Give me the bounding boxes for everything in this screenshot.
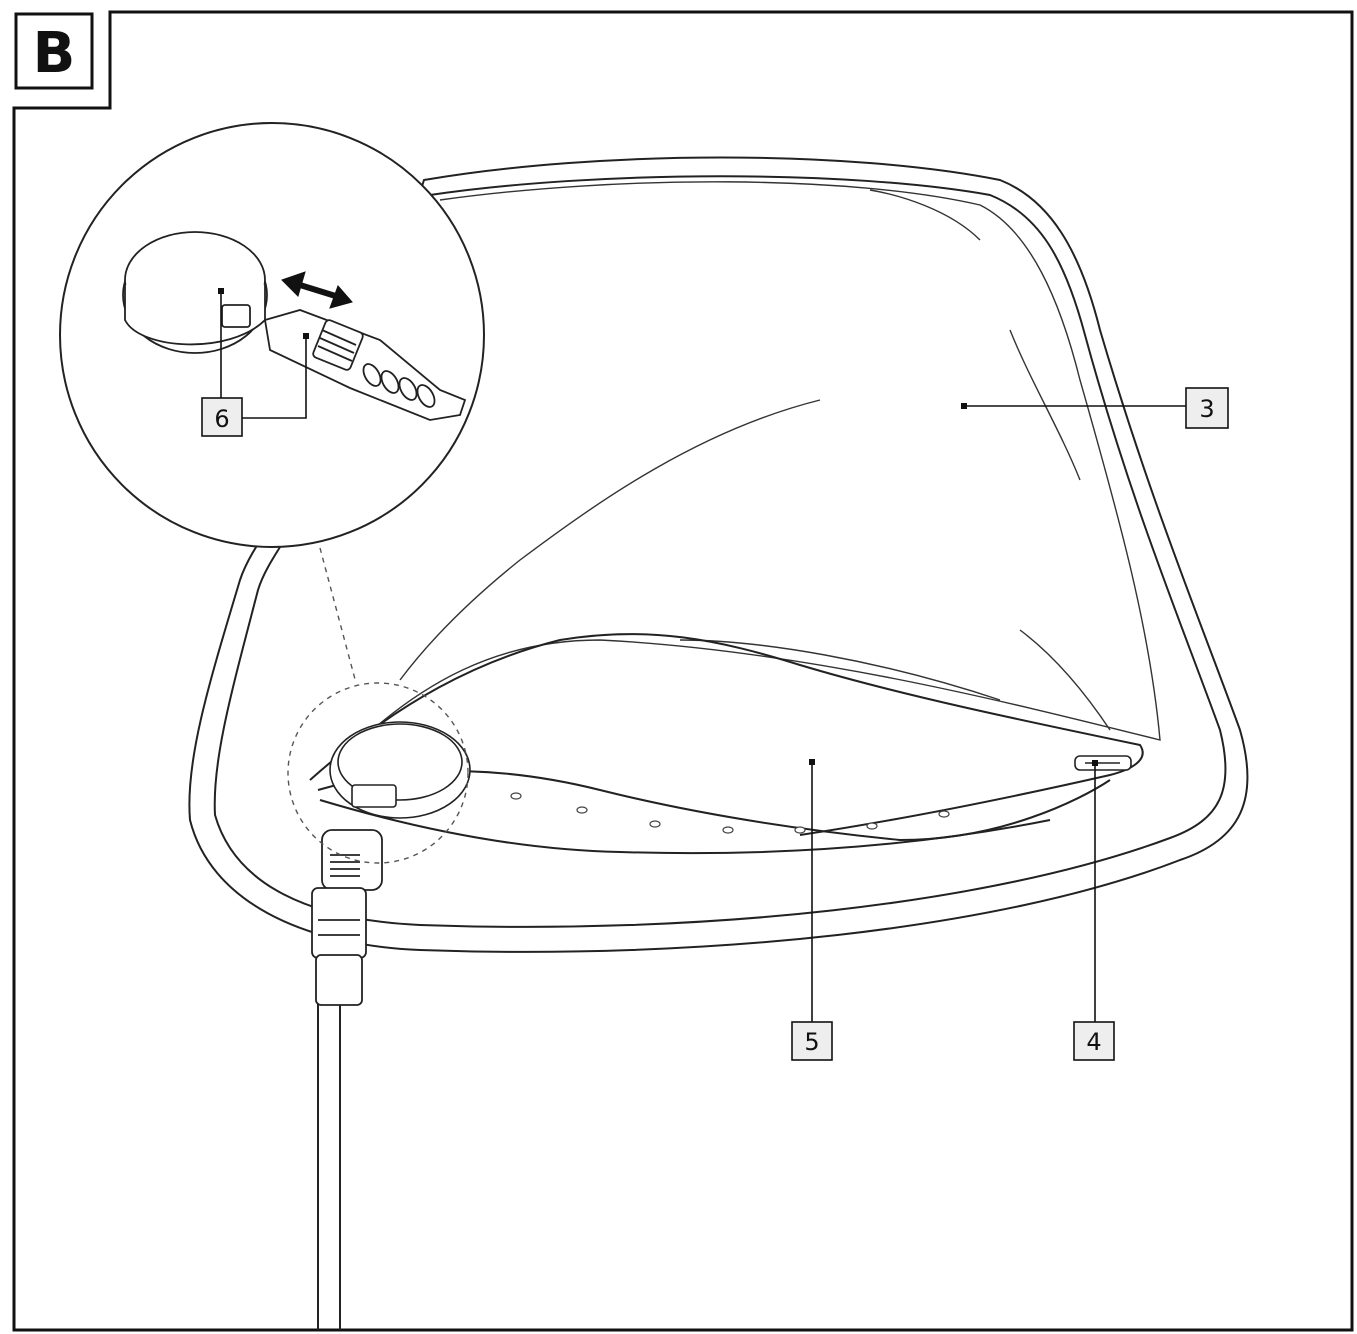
leader-dots <box>218 288 1098 766</box>
svg-text:3: 3 <box>1199 395 1214 423</box>
pad-plug <box>311 829 383 1006</box>
pad-socket <box>329 721 471 819</box>
heating-insert-seams <box>510 792 950 834</box>
leader-lines <box>220 291 1186 1022</box>
figure-frame <box>12 10 1354 1332</box>
callout-5: 5 <box>791 1021 833 1061</box>
double-arrow-icon <box>281 271 353 309</box>
power-cable <box>317 1000 341 1330</box>
panel-label: B <box>33 21 76 86</box>
zipper-pull <box>1074 755 1132 771</box>
inset-plug <box>263 309 467 421</box>
heating-pad-outline <box>188 156 1249 953</box>
panel-label-box <box>14 12 94 90</box>
cover-fabric <box>339 181 1161 761</box>
detail-indicator <box>287 547 469 864</box>
svg-text:4: 4 <box>1086 1028 1101 1056</box>
inset-socket <box>122 231 268 354</box>
callout-4: 4 <box>1073 1021 1115 1061</box>
svg-text:6: 6 <box>214 405 229 433</box>
callout-3: 3 <box>1185 387 1229 429</box>
callout-6: 6 <box>201 397 243 437</box>
svg-text:5: 5 <box>804 1028 819 1056</box>
